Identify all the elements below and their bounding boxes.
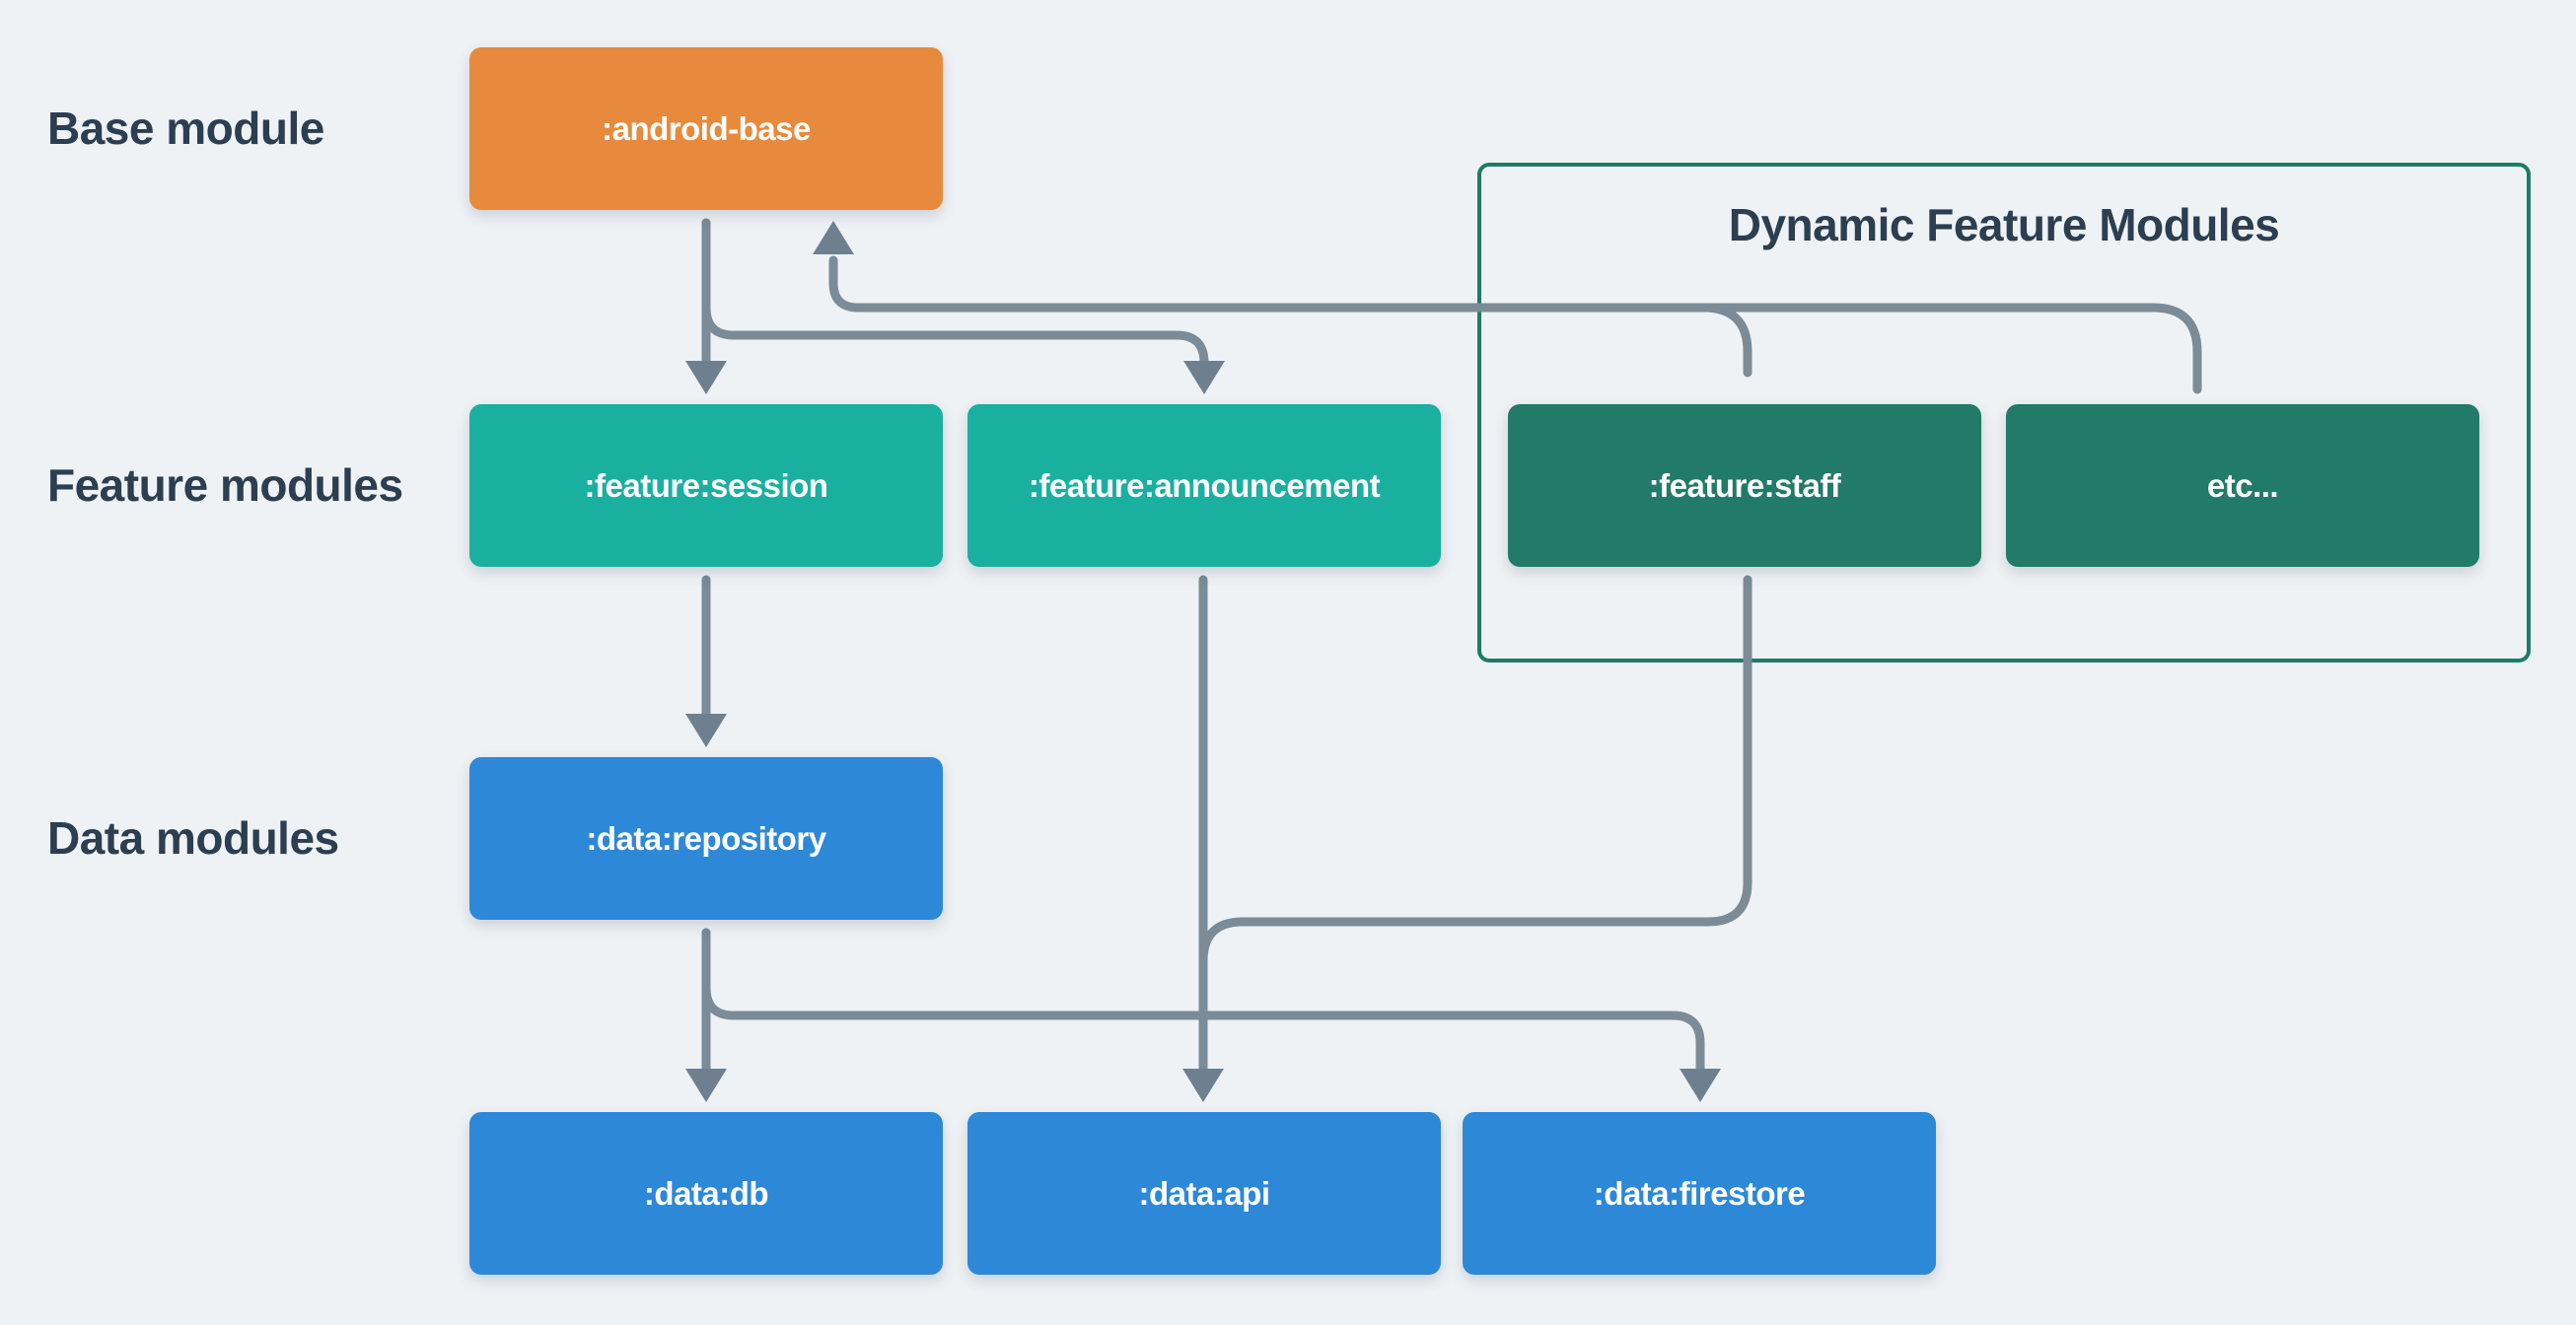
arrowhead-db	[685, 1069, 727, 1102]
dynamic-feature-modules-container: Dynamic Feature Modules	[1477, 163, 2531, 662]
node-data-repository-label: :data:repository	[586, 819, 826, 857]
node-data-api: :data:api	[967, 1112, 1441, 1275]
edge-staff-to-api	[1198, 575, 1753, 966]
node-data-api-label: :data:api	[1138, 1174, 1270, 1212]
arrowhead-api	[1182, 1069, 1224, 1102]
node-feature-etc: etc...	[2006, 404, 2479, 567]
arrowhead-firestore	[1680, 1069, 1721, 1102]
arrowhead-repository	[685, 714, 727, 747]
node-feature-announcement: :feature:announcement	[967, 404, 1441, 567]
row-label-base-module: Base module	[47, 103, 324, 154]
node-android-base: :android-base	[469, 47, 943, 210]
node-data-db: :data:db	[469, 1112, 943, 1275]
edge-repository-to-firestore	[701, 928, 1705, 1080]
node-feature-session-label: :feature:session	[584, 466, 828, 504]
dynamic-feature-modules-title: Dynamic Feature Modules	[1728, 199, 2280, 250]
node-feature-session: :feature:session	[469, 404, 943, 567]
node-android-base-label: :android-base	[602, 109, 811, 147]
node-data-db-label: :data:db	[643, 1174, 769, 1212]
node-feature-staff-label: :feature:staff	[1648, 466, 1841, 504]
edge-etc-to-base	[828, 255, 2202, 394]
node-feature-announcement-label: :feature:announcement	[1028, 466, 1381, 504]
node-data-firestore-label: :data:firestore	[1593, 1174, 1806, 1212]
node-data-firestore: :data:firestore	[1463, 1112, 1936, 1275]
arrowhead-announcement	[1183, 361, 1225, 394]
arrowhead-base-up	[813, 221, 854, 254]
arrowhead-session	[685, 361, 727, 394]
node-data-repository: :data:repository	[469, 757, 943, 920]
row-label-data-modules: Data modules	[47, 812, 339, 864]
row-label-feature-modules: Feature modules	[47, 459, 403, 511]
edge-base-to-announcement	[701, 218, 1209, 372]
edge-staff-to-base	[853, 303, 1753, 378]
node-feature-etc-label: etc...	[2206, 466, 2279, 504]
node-feature-staff: :feature:staff	[1508, 404, 1981, 567]
